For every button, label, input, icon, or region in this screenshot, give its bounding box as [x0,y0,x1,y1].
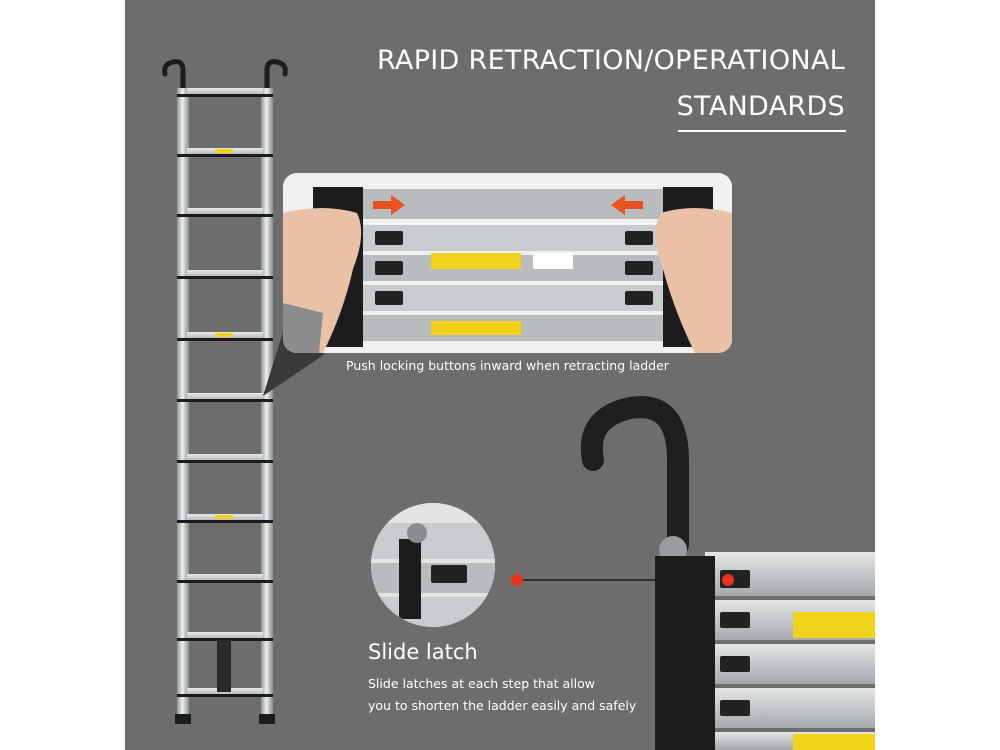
title-line-2: STANDARDS [676,91,845,122]
closeup-caption: Push locking buttons inward when retract… [346,358,669,373]
ladder-hook-icon [162,59,288,93]
latch-closeup-circle [371,503,495,627]
hook-detail [580,396,875,750]
slide-latch-description-line-1: Slide latches at each step that allow [368,676,595,691]
page-title: RAPID RETRACTION/OPERATIONAL STANDARDS [325,38,845,130]
arrow-right-icon [373,195,405,215]
closeup-photo [283,173,732,353]
slide-latch-title: Slide latch [368,640,478,664]
title-underline [678,130,846,132]
slide-latch-description: Slide latches at each step that allow yo… [368,673,648,717]
pointer-dot-icon [511,574,523,586]
arrow-left-icon [611,195,643,215]
slide-latch-description-line-2: you to shorten the ladder easily and saf… [368,698,637,713]
pointer-dot-icon [722,574,734,586]
ladder-rungs [177,88,273,697]
title-line-1: RAPID RETRACTION/OPERATIONAL [376,45,845,76]
ladder-illustration [162,59,325,724]
product-image-panel: RAPID RETRACTION/OPERATIONAL STANDARDS [125,0,875,750]
